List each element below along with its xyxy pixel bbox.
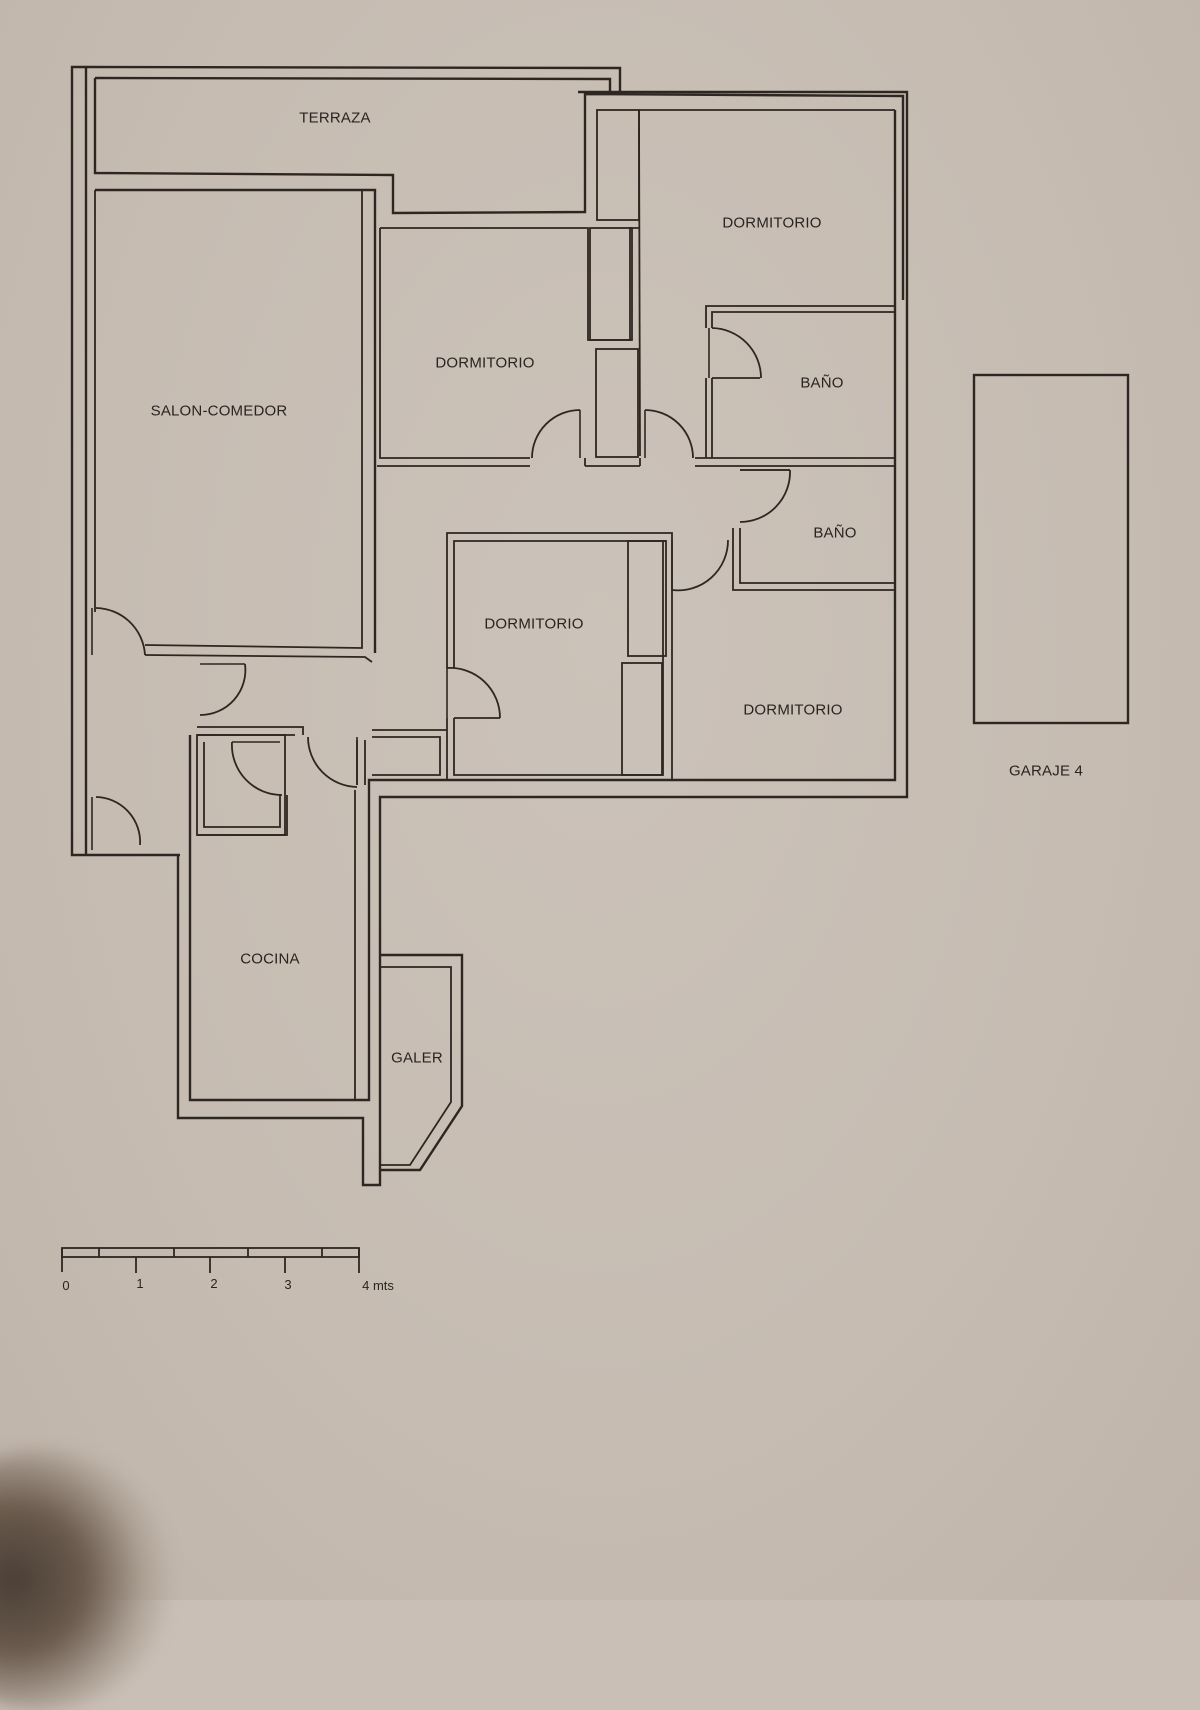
salon-walls bbox=[94, 190, 373, 663]
room-label-dormitorio-4: DORMITORIO bbox=[743, 701, 843, 719]
room-label-bano-2: BAÑO bbox=[813, 524, 857, 542]
scale-bar-graphic bbox=[61, 1247, 360, 1273]
dormitorio3-walls bbox=[372, 532, 673, 780]
scale-tick-2: 2 bbox=[210, 1276, 218, 1291]
room-label-galeria: GALER bbox=[391, 1049, 443, 1067]
scale-tick-1: 1 bbox=[136, 1276, 144, 1291]
garage-label: GARAJE 4 bbox=[1008, 762, 1084, 780]
room-label-cocina: COCINA bbox=[240, 950, 300, 968]
room-label-terraza: TERRAZA bbox=[299, 109, 371, 127]
garage-space bbox=[972, 373, 1130, 725]
scale-tick-0: 0 bbox=[62, 1278, 70, 1293]
scale-end-label: 4 mts bbox=[362, 1278, 394, 1293]
scale-tick-3: 3 bbox=[284, 1277, 292, 1292]
doors bbox=[91, 327, 791, 850]
room-label-salon-comedor: SALON-COMEDOR bbox=[150, 402, 288, 420]
room-label-dormitorio-2: DORMITORIO bbox=[722, 214, 822, 232]
bath1-walls bbox=[705, 305, 895, 458]
galeria-walls bbox=[380, 953, 464, 1172]
hall-walls bbox=[196, 726, 366, 836]
room-label-dormitorio-1: DORMITORIO bbox=[435, 354, 535, 372]
cocina-walls bbox=[189, 790, 356, 1101]
interior-walls-top bbox=[377, 109, 895, 467]
floor-plan-drawing bbox=[61, 65, 1130, 1273]
paper-background bbox=[0, 0, 1200, 1600]
room-label-dormitorio-3: DORMITORIO bbox=[484, 615, 584, 633]
room-label-bano-1: BAÑO bbox=[800, 374, 844, 392]
